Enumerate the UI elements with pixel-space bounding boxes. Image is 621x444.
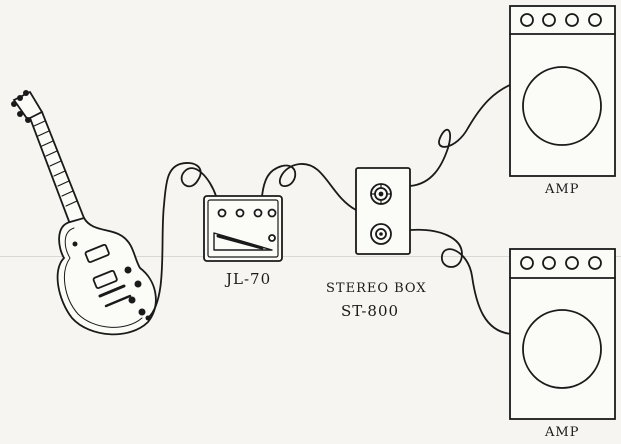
stereo-box: [355, 167, 411, 255]
paper-crease: [0, 256, 621, 257]
cable-pedal-to-stereo-box: [261, 163, 357, 211]
amp-bottom: [509, 248, 616, 420]
stereo-box-model: ST-800: [341, 302, 400, 320]
cable-stereo-box-to-top-amp: [409, 83, 513, 187]
amp-top: [509, 5, 616, 177]
cable-guitar-to-pedal: [147, 162, 217, 319]
effects-pedal: [203, 195, 283, 262]
cable-stereo-box-to-bottom-amp: [409, 228, 513, 335]
pedal-label: JL-70: [226, 270, 272, 288]
stereo-box-label: STEREO BOX: [326, 281, 427, 296]
guitar-icon: [11, 90, 157, 336]
amp-bottom-label: AMP: [545, 425, 580, 440]
amp-top-label: AMP: [545, 182, 580, 197]
